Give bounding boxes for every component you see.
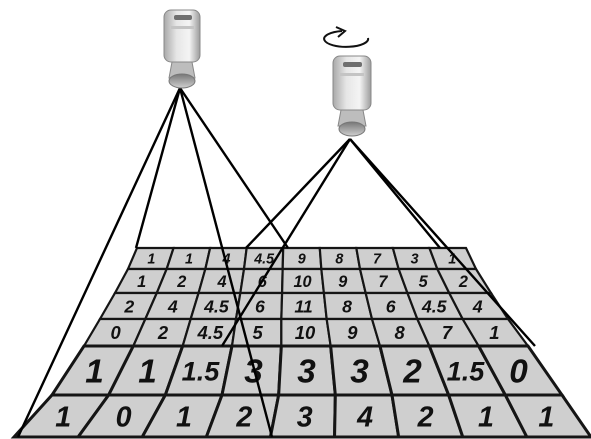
grid-cell-value: 2 [458, 273, 468, 291]
grid-cell-value: 0 [509, 353, 528, 390]
grid-cell-value: 4 [167, 296, 178, 316]
grid-cell-value: 1 [55, 401, 71, 433]
grid-cell-value: 10 [295, 322, 316, 343]
grid-cell-value: 8 [395, 322, 406, 343]
grid-cell-value: 1 [489, 322, 499, 343]
grid-cell: 1 [429, 248, 476, 269]
grid-cell-value: 3 [411, 252, 419, 268]
grid-cell-value: 10 [293, 273, 311, 291]
grid-cell-value: 6 [386, 296, 396, 316]
grid-cell: 4.5 [191, 293, 241, 319]
grid-cell: 7 [356, 248, 398, 269]
grid-cell-value: 4 [472, 296, 483, 316]
grid-cell-value: 4.5 [421, 296, 448, 316]
grid-cell-value: 5 [419, 273, 429, 291]
grid-cell-value: 7 [373, 252, 382, 268]
grid-cell-value: 2 [417, 401, 434, 433]
grid-cell: 2 [157, 269, 206, 293]
grid-cell-value: 2 [176, 273, 186, 291]
grid-cell-value: 4.5 [203, 296, 230, 316]
grid-cell-value: 4 [217, 273, 227, 291]
grid-cell-value: 9 [298, 252, 306, 268]
grid-cell: 4.5 [183, 319, 236, 346]
grid-cell-value: 2 [402, 353, 422, 390]
grid-cell: 8 [320, 248, 360, 269]
grid-cell-value: 1 [176, 401, 192, 433]
grid-cell: 9 [321, 269, 365, 293]
grid-cell-value: 9 [338, 273, 347, 291]
grid-cell-value: 1 [85, 353, 104, 390]
grid-cell-value: 1 [137, 273, 146, 291]
grid-cell-value: 1.5 [182, 355, 221, 386]
grid-cell-value: 7 [378, 273, 388, 291]
grid-cell-value: 0 [116, 401, 132, 433]
grid-cell-value: 3 [297, 353, 316, 390]
grid-cell: 8 [324, 293, 372, 319]
grid-cell: 3 [270, 395, 335, 437]
grid-cell-value: 0 [111, 322, 122, 343]
grid-cell-value: 4 [356, 401, 373, 433]
grid-cell-value: 1 [478, 401, 494, 433]
grid-cell-value: 1.5 [447, 355, 486, 386]
grid-cell: 4 [199, 269, 244, 293]
grid-cell-value: 1 [538, 401, 554, 433]
rotating-sensor-icon [333, 56, 371, 136]
grid-cell-value: 8 [342, 296, 352, 316]
grid-cell: 10 [281, 319, 330, 346]
grid-cell-value: 1 [138, 353, 157, 390]
grid-cell-value: 7 [442, 322, 453, 343]
grid-cell-value: 1 [185, 252, 193, 268]
grid-cell-value: 4.5 [197, 322, 224, 343]
grid-cell-value: 1 [147, 252, 155, 268]
grid-cell: 4 [335, 395, 399, 437]
grid-cell-value: 5 [253, 322, 264, 343]
grid-cell: 3 [222, 346, 281, 395]
grid-cell: 11 [281, 293, 326, 319]
grid-cell: 10 [282, 269, 324, 293]
grid-cell: 5 [232, 319, 281, 346]
grid-cell: 6 [236, 293, 282, 319]
fixed-sensor-icon [164, 10, 200, 88]
grid-cell-value: 2 [157, 322, 169, 343]
grid-cell-value: 9 [347, 322, 358, 343]
grid-cell-value: 2 [123, 296, 134, 316]
grid-cell-value: 6 [255, 296, 265, 316]
grid-cell-value: 8 [335, 252, 343, 268]
grid-cell: 9 [327, 319, 380, 346]
grid-cell-value: 2 [235, 401, 252, 433]
rotate-arrow-icon [324, 27, 368, 47]
grid-cell: 1 [167, 248, 210, 269]
grid-cell: 9 [283, 248, 322, 269]
grid-cell-value: 3 [297, 401, 313, 433]
grid-cell: 3 [279, 346, 336, 395]
grid-cell-value: 3 [350, 353, 369, 390]
grid-cell-value: 11 [294, 296, 312, 316]
